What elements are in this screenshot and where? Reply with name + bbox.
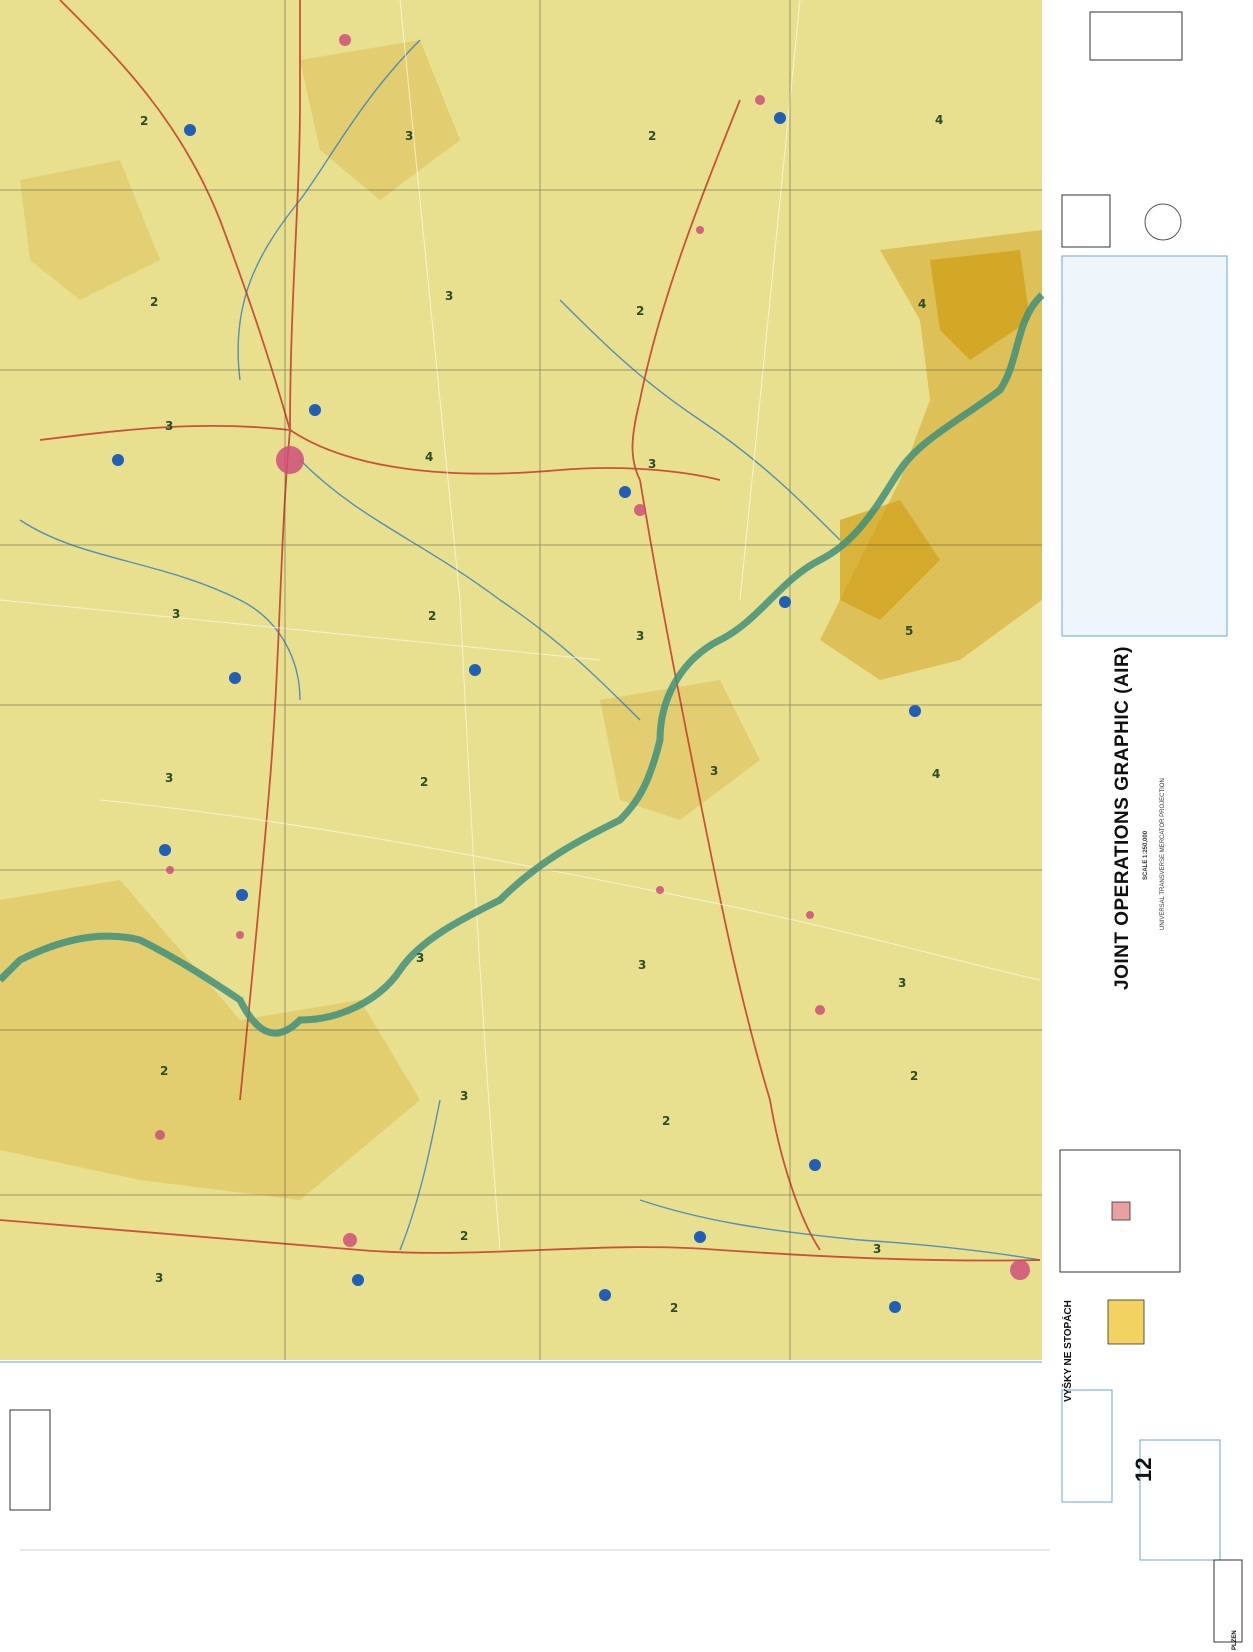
elevation-label: 3 [445,289,453,303]
international-border [0,292,1045,1037]
right-margin-panel [1059,11,1243,1643]
roads [0,0,1041,1262]
elevation-label: 3 [638,958,646,972]
elevation-label: 3 [155,1271,163,1285]
elevation-label: 2 [150,295,158,309]
urban-areas [155,34,1030,1280]
elevation-label: 2 [160,1064,168,1078]
terrain-relief [0,40,1042,1200]
map-grid [0,0,1042,1360]
sheet-name: PLZEN [1232,1630,1238,1650]
chart-number: 12 [1131,1457,1156,1482]
elevation-label: 2 [670,1301,678,1315]
elevation-label: 2 [140,114,148,128]
elevation-label: 3 [165,771,173,785]
elevation-figures: 2 3 2 4 2 3 2 4 3 4 3 3 2 3 5 3 2 3 4 3 … [140,113,943,1315]
elevation-label: 3 [636,629,644,643]
elevation-label: 2 [910,1069,918,1083]
elevation-label: 4 [932,767,940,781]
elevation-label: 4 [918,297,926,311]
elevation-label: 3 [416,951,424,965]
elevation-label: 2 [428,609,436,623]
elevation-label: 2 [636,304,644,318]
elevation-label: 3 [648,457,656,471]
elevation-label: 3 [172,607,180,621]
elevation-label: 4 [425,450,433,464]
elevation-label: 2 [662,1114,670,1128]
elevation-label: 3 [873,1242,881,1256]
elevation-label: 2 [460,1229,468,1243]
elevation-label: 2 [420,775,428,789]
rivers [19,39,1041,1261]
elevation-label: 4 [935,113,943,127]
elevation-label: 3 [405,129,413,143]
elevation-label: 3 [165,419,173,433]
map-title: JOINT OPERATIONS GRAPHIC (AIR) [1112,646,1133,990]
airfield-symbols [112,112,921,1313]
elevation-label: 3 [710,764,718,778]
elevation-label: 5 [905,624,913,638]
projection-label: UNIVERSAL TRANSVERSE MERCATOR PROJECTION [1160,778,1166,930]
elevation-label: 2 [648,129,656,143]
scale-label: SCALE 1:250,000 [1143,830,1149,880]
secondary-roads [0,0,1041,1251]
legend-strip [9,1409,1050,1551]
elevation-label: 3 [460,1089,468,1103]
elevation-unit-note: VYŠKY NE STOPÁCH [1063,1300,1074,1402]
elevation-label: 3 [898,976,906,990]
